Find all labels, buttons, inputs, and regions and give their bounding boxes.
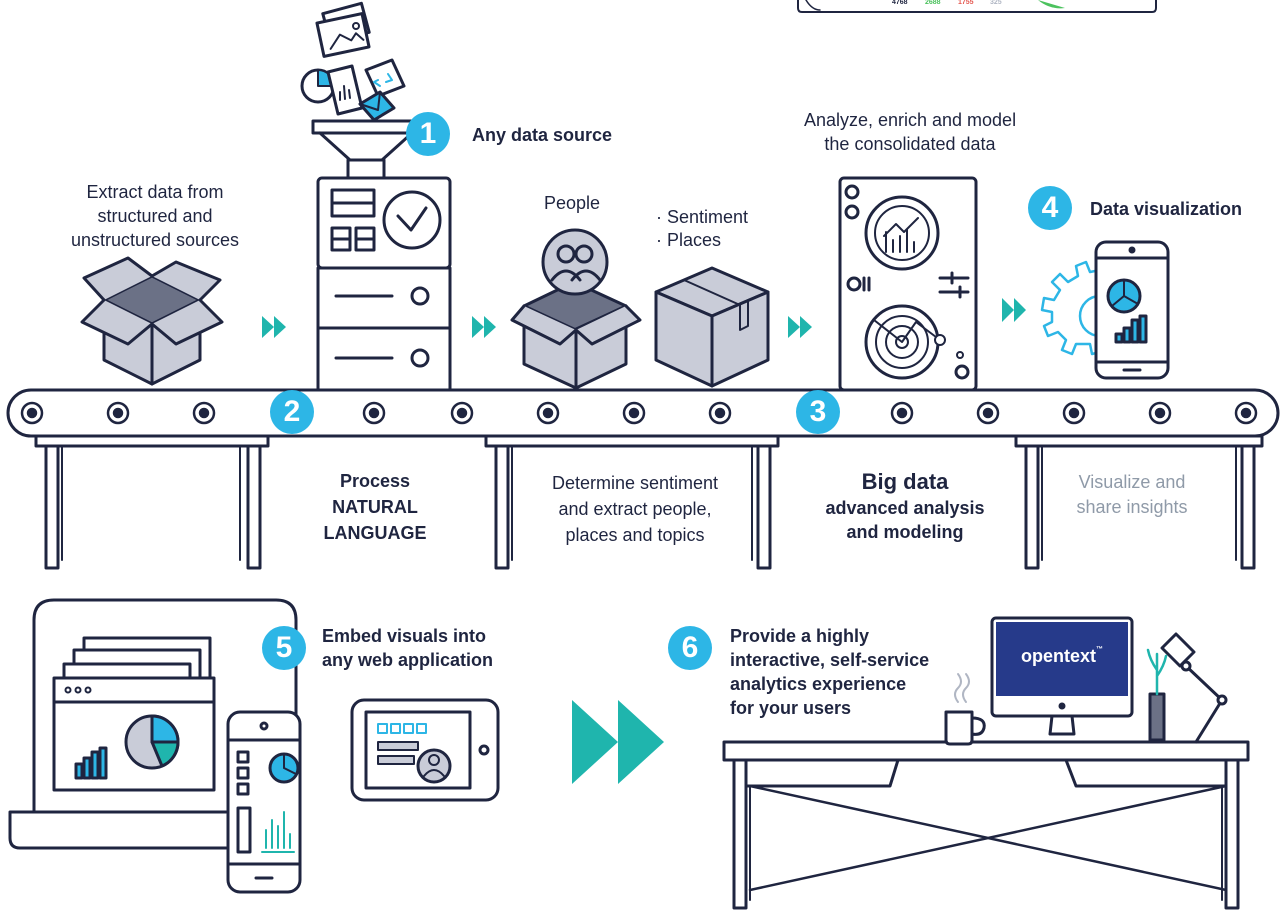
determine-line-2: and extract people, (558, 499, 712, 519)
mobile-phone (226, 710, 302, 894)
extract-line-3: unstructured sources (70, 230, 240, 250)
visualize-line-2: share insights (1076, 497, 1188, 517)
gear-icon (1040, 260, 1102, 356)
document-chart-icon (326, 64, 364, 116)
image-icon (315, 12, 371, 58)
people-caption: People (544, 193, 601, 213)
target-icon (873, 315, 946, 369)
step-3-line-1: Big data (861, 469, 949, 494)
people-icon (541, 228, 609, 296)
monitor (990, 616, 1134, 744)
step-5-badge: 5 (262, 626, 306, 670)
step-1-badge: 1 (406, 112, 450, 156)
sentiment-line-2: · Places (656, 230, 722, 250)
step-6-line-2: interactive, self-service (730, 650, 930, 670)
stat-value-2: 2688 (925, 0, 941, 6)
step-4-badge: 4 (1028, 186, 1072, 230)
bar-chart-icon (883, 217, 919, 253)
conveyor-rollers (20, 401, 1258, 425)
step-3-label: Big data advanced analysis and modeling (800, 468, 1010, 544)
sentiment-line-1: · Sentiment (656, 207, 749, 227)
funnel (311, 119, 421, 180)
step-6-line-4: for your users (730, 698, 852, 718)
big-data-machine (838, 176, 978, 392)
step-2-line-1: Process (339, 471, 411, 491)
analyze-line-2: the consolidated data (824, 134, 996, 154)
step-6-line-1: Provide a highly (730, 626, 870, 646)
determine-caption: Determine sentiment and extract people, … (530, 470, 740, 548)
determine-line-1: Determine sentiment (551, 473, 719, 493)
phone (1094, 240, 1170, 380)
step-5-label: Embed visuals into any web application (322, 624, 493, 672)
processing-machine (316, 176, 452, 392)
extract-caption: Extract data from structured and unstruc… (40, 180, 270, 252)
laptop (8, 598, 298, 850)
people-box (510, 228, 642, 390)
visualize-line-1: Visualize and (1078, 472, 1186, 492)
lamp-icon (1160, 632, 1230, 744)
extract-line-2: structured and (97, 206, 213, 226)
step-3-badge: 3 (796, 390, 840, 434)
visualize-caption: Visualize and share insights (1062, 470, 1202, 520)
step-2-badge: 2 (270, 390, 314, 434)
pie-chart-icon (124, 714, 180, 770)
user-icon (416, 748, 452, 784)
mug-icon (944, 673, 986, 746)
opentext-logo: opentext™ (996, 646, 1128, 667)
clock-icon (382, 190, 442, 250)
sentiment-caption: · Sentiment · Places (656, 206, 748, 252)
step-6-label: Provide a highly interactive, self-servi… (730, 624, 929, 720)
code-icon (364, 58, 406, 98)
desk (722, 740, 1250, 910)
stat-value-3: 1755 (958, 0, 974, 6)
stat-value-4: 325 (990, 0, 1002, 6)
closed-box (654, 266, 770, 388)
logo-text: opentext (1020, 646, 1096, 666)
step-3-line-2: advanced analysis (825, 498, 985, 518)
analyze-caption: Analyze, enrich and model the consolidat… (770, 108, 1050, 156)
step-6-badge: 6 (668, 626, 712, 670)
step-4-label: Data visualization (1090, 199, 1243, 219)
step-2-line-2: NATURAL (332, 497, 418, 517)
step-2-label: Process NATURAL LANGUAGE (300, 468, 450, 546)
step-3-line-3: and modeling (846, 522, 964, 542)
logo-tm: ™ (1096, 646, 1103, 653)
step-5-line-1: Embed visuals into (322, 626, 487, 646)
analyze-line-1: Analyze, enrich and model (803, 110, 1017, 130)
determine-line-3: places and topics (565, 525, 705, 545)
tablet (350, 698, 500, 802)
step-6-line-3: analytics experience (730, 674, 907, 694)
step-1-label: Any data source (472, 125, 613, 145)
double-arrow-icon (262, 298, 1026, 784)
email-icon (358, 90, 396, 122)
open-box (80, 256, 224, 386)
step-5-line-2: any web application (322, 650, 494, 670)
dashboard-card (797, 0, 1157, 13)
extract-line-1: Extract data from (86, 182, 224, 202)
step-2-line-3: LANGUAGE (323, 523, 427, 543)
conveyor-legs (34, 434, 1264, 570)
vase-icon (1146, 648, 1168, 742)
stat-value-1: 4768 (892, 0, 908, 6)
